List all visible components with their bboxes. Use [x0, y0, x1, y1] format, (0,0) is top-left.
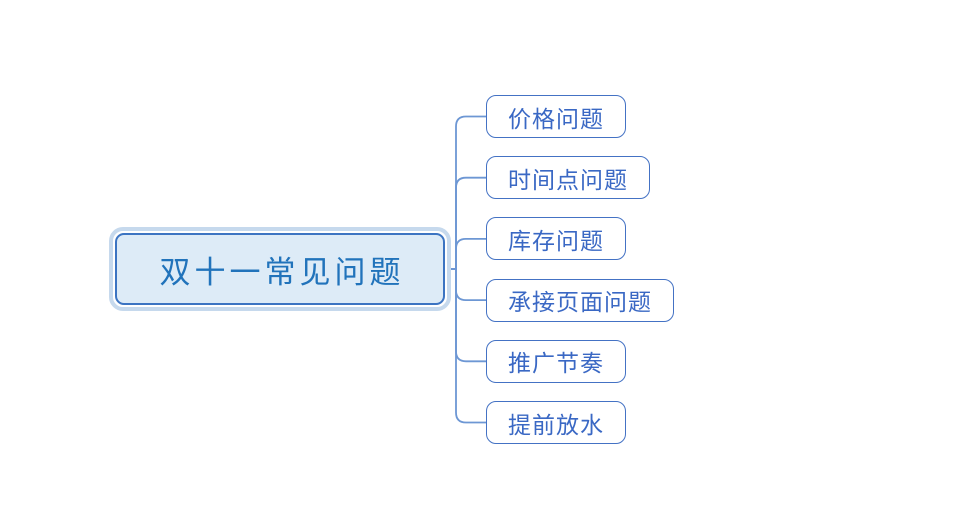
- child-node-label: 价格问题: [508, 106, 604, 132]
- connector-path: [449, 268, 486, 424]
- child-node-label: 库存问题: [508, 228, 604, 254]
- child-node-label: 承接页面问题: [508, 290, 652, 316]
- root-node-body: 双十一常见问题: [115, 233, 445, 305]
- connector-path: [449, 268, 486, 301]
- child-node[interactable]: 价格问题: [486, 95, 626, 138]
- child-node[interactable]: 推广节奏: [486, 339, 626, 383]
- child-node-label: 时间点问题: [508, 167, 628, 193]
- child-node-label: 提前放水: [508, 412, 604, 438]
- child-node-label: 推广节奏: [508, 351, 604, 377]
- child-node[interactable]: 时间点问题: [486, 156, 650, 200]
- child-node[interactable]: 库存问题: [486, 217, 626, 261]
- child-node[interactable]: 提前放水: [486, 401, 626, 444]
- connector-path: [449, 268, 486, 363]
- connector-path: [449, 238, 486, 270]
- root-node[interactable]: 双十一常见问题: [109, 227, 451, 311]
- connector-path: [449, 115, 486, 270]
- connector-path: [449, 176, 486, 270]
- child-node[interactable]: 承接页面问题: [486, 278, 674, 322]
- root-node-label: 双十一常见问题: [159, 254, 405, 290]
